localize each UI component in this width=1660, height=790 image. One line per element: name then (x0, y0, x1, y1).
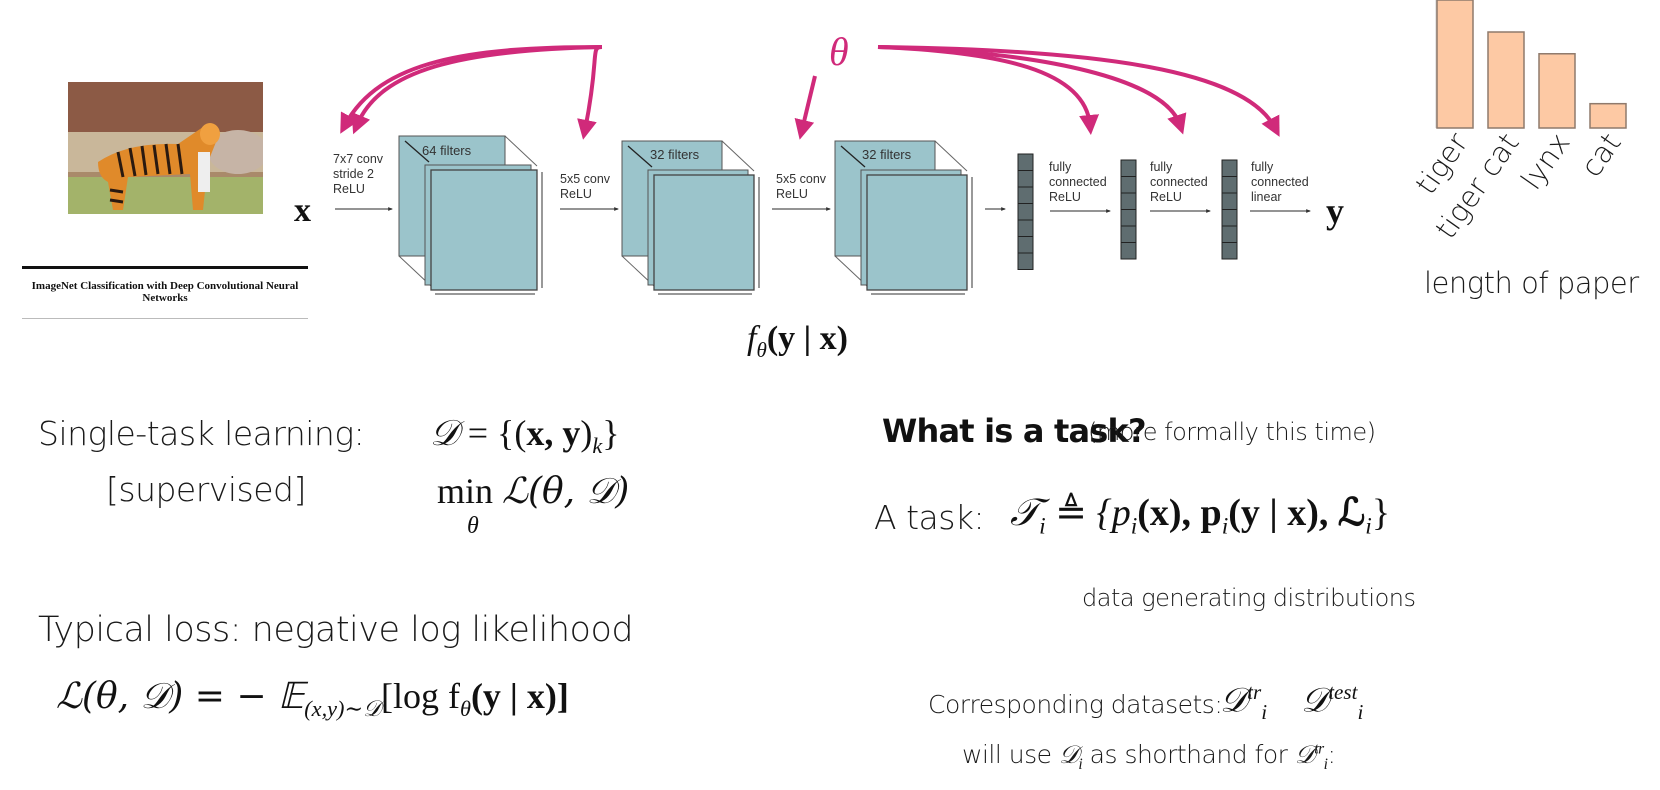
single-task-label: Single-task learning: (38, 414, 365, 453)
datasets-equation: 𝒟tri 𝒟testi (1220, 680, 1364, 725)
fc-unit (1120, 176, 1137, 194)
fc-unit (1120, 242, 1137, 260)
fc-unit (1017, 236, 1034, 254)
bar-lynx (1538, 53, 1576, 129)
theta-arrow-fc1 (877, 45, 1100, 135)
paper-title: ImageNet Classification with Deep Convol… (31, 280, 299, 304)
fc-unit (1120, 225, 1137, 243)
conv1-filters-label: 64 filters (422, 143, 472, 158)
fc-unit (1221, 209, 1238, 227)
task-label: A task: (874, 498, 985, 537)
bar-cat (1589, 102, 1627, 129)
objective-subscript: θ (467, 513, 479, 539)
bar-label-lynx: lynx (1514, 127, 1577, 196)
fc-unit (1017, 153, 1034, 171)
conv-block-1 (398, 135, 543, 295)
conv3-filters-label: 32 filters (862, 147, 912, 162)
objective-equation: min ℒ(θ, 𝒟) (437, 471, 630, 512)
tiger-photo (68, 82, 263, 214)
feature-map-front (866, 174, 968, 291)
conv-block-2 (621, 140, 760, 295)
fc-block-3 (1221, 159, 1238, 260)
fc-unit (1221, 176, 1238, 194)
depth-arrow (404, 140, 430, 163)
data-generating-label: data generating distributions (1082, 584, 1416, 612)
fc-unit (1017, 186, 1034, 204)
corresponding-datasets-label: Corresponding datasets: (928, 690, 1223, 719)
bar-label-cat: cat (1574, 127, 1628, 183)
task-question: What is a task? (882, 412, 1147, 450)
loss-equation: ℒ(θ, 𝒟) = − 𝔼(x,y)∼𝒟[log fθ(y | x)] (56, 676, 569, 722)
supervised-label: [supervised] (106, 470, 306, 509)
fc-unit (1120, 192, 1137, 210)
bar-tiger-cat (1487, 31, 1525, 129)
output-symbol: y (1326, 191, 1344, 231)
fc-unit (1017, 170, 1034, 188)
shorthand-note: will use 𝒟i as shorthand for 𝒟tri: (962, 740, 1336, 773)
conv-block-3 (834, 140, 973, 295)
perspective-line (934, 140, 968, 172)
conv2-filters-label: 32 filters (650, 147, 700, 162)
fc-blocks (1017, 153, 1238, 270)
fc-unit (1221, 192, 1238, 210)
typical-loss-label: Typical loss: negative log likelihood (38, 610, 634, 650)
fc-unit (1221, 225, 1238, 243)
perspective-line (504, 135, 538, 167)
fc-block-2 (1120, 159, 1137, 260)
feature-map-front (653, 174, 755, 291)
fc-unit (1221, 242, 1238, 260)
fc-unit (1017, 252, 1034, 270)
paper-rule (22, 266, 308, 269)
conv-blocks (398, 135, 1311, 295)
cnn-diagram (335, 45, 1311, 295)
fc-unit (1120, 159, 1137, 177)
fc-unit (1017, 203, 1034, 221)
paper-rule-bottom (22, 318, 308, 319)
input-symbol: x (294, 192, 311, 229)
task-equation: 𝒯i ≜ {pi(x), pi(y | x), ℒi} (1010, 490, 1391, 540)
theta-arrow-fc3 (877, 45, 1280, 137)
fc-unit (1221, 159, 1238, 177)
dataset-equation: 𝒟 = {(x, y)k} (430, 413, 620, 459)
fc-block-1 (1017, 153, 1034, 270)
theta-arrow-conv2 (577, 45, 603, 140)
fc-unit (1120, 209, 1137, 227)
theta-symbol: θ (829, 29, 849, 74)
parameter-arrows (340, 45, 1280, 140)
fc-unit (1017, 219, 1034, 237)
task-question-note: (more formally this time) (1088, 418, 1376, 446)
feature-map-front (430, 169, 538, 291)
theta-arrow-conv3 (794, 75, 817, 140)
depth-arrow (840, 145, 866, 168)
function-label: fθ(y | x) (747, 320, 848, 362)
chart-xlabel: length of paper (1424, 266, 1639, 300)
depth-arrow (627, 145, 653, 168)
bar-tiger (1436, 0, 1474, 129)
perspective-line (721, 140, 755, 172)
theta-arrow-fc2 (877, 45, 1187, 135)
bars (1435, 0, 1627, 129)
